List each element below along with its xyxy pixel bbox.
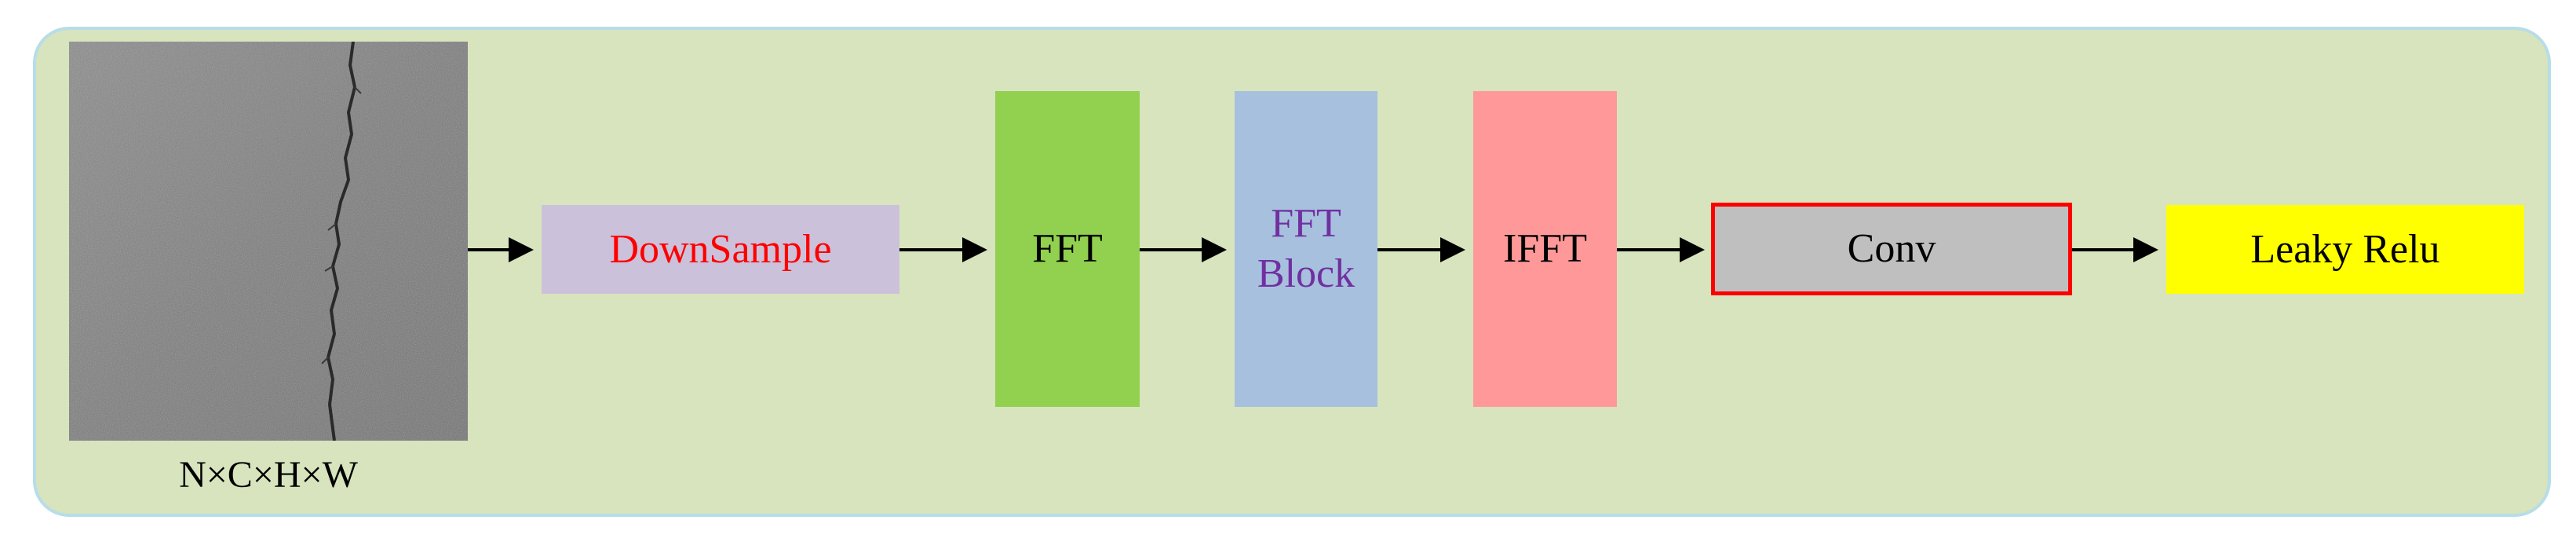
leaky-relu-label: Leaky Relu <box>2250 226 2440 272</box>
crack-line <box>327 42 356 441</box>
ifft-block: IFFT <box>1473 91 1617 407</box>
leaky-relu-block: Leaky Relu <box>2166 205 2524 294</box>
fft-block-module: FFT Block <box>1235 91 1377 407</box>
fft-label: FFT <box>1032 226 1103 271</box>
input-shape-label: N×C×H×W <box>179 454 358 496</box>
conv-block: Conv <box>1711 203 2072 295</box>
downsample-label: DownSample <box>609 226 832 272</box>
fft-block: FFT <box>995 91 1140 407</box>
input-image <box>69 42 468 441</box>
downsample-block: DownSample <box>542 205 899 294</box>
fft-block-label-line2: Block <box>1257 251 1356 296</box>
fft-block-label-line1: FFT <box>1271 201 1341 246</box>
conv-label: Conv <box>1847 226 1936 271</box>
ifft-label: IFFT <box>1503 226 1587 271</box>
